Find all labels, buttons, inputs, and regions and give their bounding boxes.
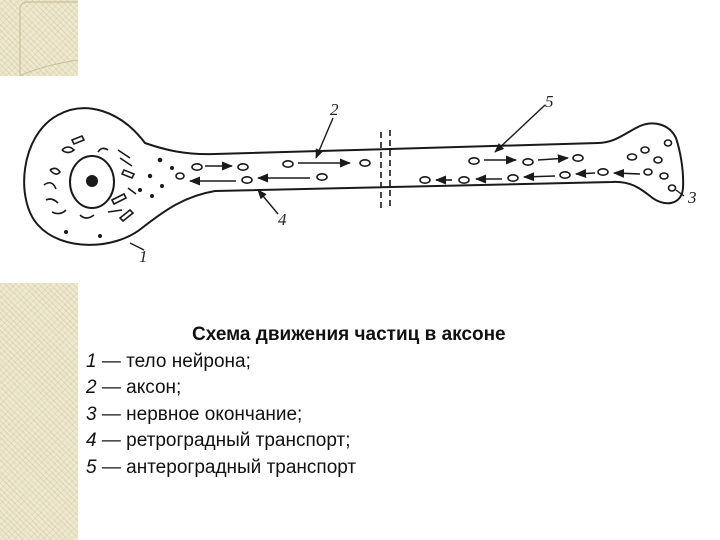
nucleus (69, 155, 115, 209)
label-retrograde: 4 (278, 210, 287, 229)
caption-item: 3 — нервное окончание; (86, 402, 706, 429)
soma-particles (64, 157, 174, 238)
soma-organelles (43, 134, 137, 223)
axon-break-mark (380, 130, 391, 208)
caption-item: 4 — ретроградный транспорт; (86, 428, 706, 455)
neuron-outline (23, 107, 685, 246)
axon-transport-diagram (23, 104, 685, 251)
caption-item-number: 3 (86, 403, 97, 425)
retrograde-arrows (188, 168, 641, 186)
figure-caption: Схема движения частиц в аксоне 1 — тело … (86, 322, 706, 481)
caption-item-number: 4 (86, 430, 97, 451)
caption-item-number: 2 (86, 377, 97, 398)
caption-item-text: — тело нейрона; (96, 350, 251, 372)
decor-strip-top (0, 0, 78, 76)
caption-item-text: — ретроградный транспорт; (96, 430, 351, 451)
caption-item-text: — нервное окончание; (96, 403, 303, 425)
label-neuron-body: 1 (139, 247, 148, 266)
caption-item-number: 5 (86, 456, 97, 478)
caption-item: 1 — тело нейрона; (86, 349, 706, 376)
decor-strip-bottom (0, 283, 78, 540)
caption-item-number: 1 (86, 350, 97, 372)
caption-item: 5 — антероградный транспорт (86, 455, 706, 482)
caption-item-text: — антероградный транспорт (96, 456, 357, 478)
anterograde-arrows (205, 154, 570, 171)
nucleolus (86, 175, 98, 187)
caption-item: 2 — аксон; (86, 375, 706, 402)
caption-title: Схема движения частиц в аксоне (192, 324, 506, 345)
caption-item-text: — аксон; (96, 377, 182, 398)
decor-page-curl (19, 1, 78, 76)
label-axon: 2 (330, 100, 339, 119)
label-nerve-ending: 3 (688, 188, 697, 207)
axon-particles (175, 139, 677, 192)
label-anterograde: 5 (545, 92, 554, 111)
leader-lines (129, 104, 685, 251)
